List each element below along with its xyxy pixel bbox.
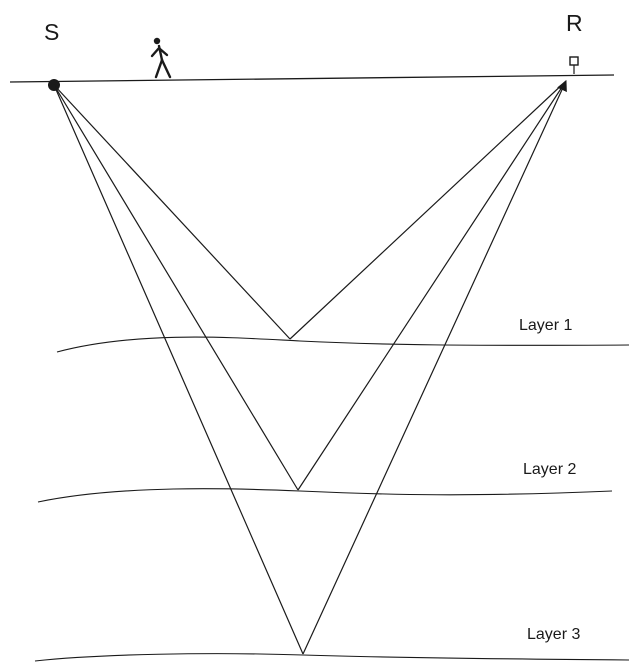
source-label: S bbox=[44, 19, 59, 45]
layer-3-boundary bbox=[34, 653, 629, 662]
layer-2-boundary bbox=[37, 488, 613, 503]
walking-person-icon bbox=[150, 37, 172, 79]
receiver-square-icon bbox=[569, 56, 579, 74]
ray-up-layer-1 bbox=[289, 80, 567, 340]
receiver-label: R bbox=[566, 10, 583, 36]
layer-3-label: Layer 3 bbox=[527, 626, 580, 643]
layer-1-boundary bbox=[56, 336, 629, 353]
ray-up-layer-2 bbox=[297, 80, 567, 491]
ray-down-layer-3 bbox=[53, 84, 304, 655]
ray-down-layer-1 bbox=[53, 84, 291, 340]
layer-1-label: Layer 1 bbox=[519, 317, 572, 334]
ground-surface bbox=[9, 74, 615, 83]
layer-2-label: Layer 2 bbox=[523, 461, 576, 478]
ray-down-layer-2 bbox=[53, 84, 299, 491]
ray-up-layer-3 bbox=[302, 80, 567, 655]
